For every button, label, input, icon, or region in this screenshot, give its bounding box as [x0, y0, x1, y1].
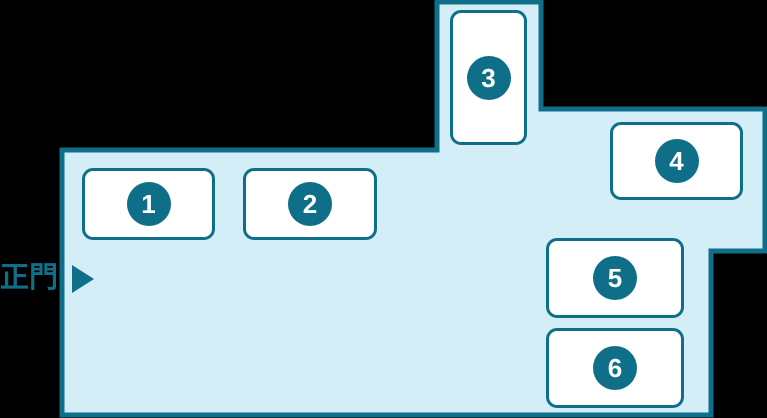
triangle-right-icon [72, 264, 95, 293]
room-number-badge: 4 [654, 139, 699, 183]
room-marker-6[interactable]: 6 [546, 328, 684, 408]
main-gate-label: 正門 [0, 262, 59, 294]
room-marker-1[interactable]: 1 [82, 168, 215, 240]
room-number-badge: 6 [593, 346, 637, 390]
room-marker-4[interactable]: 4 [610, 122, 743, 200]
room-number-badge: 3 [466, 55, 511, 100]
room-number-badge: 2 [288, 182, 332, 226]
room-marker-5[interactable]: 5 [546, 238, 684, 318]
room-number-badge: 5 [593, 256, 637, 300]
room-marker-3[interactable]: 3 [450, 10, 527, 145]
room-marker-2[interactable]: 2 [243, 168, 377, 240]
main-gate-marker: 正門 [0, 262, 95, 294]
room-number-badge: 1 [126, 182, 171, 226]
